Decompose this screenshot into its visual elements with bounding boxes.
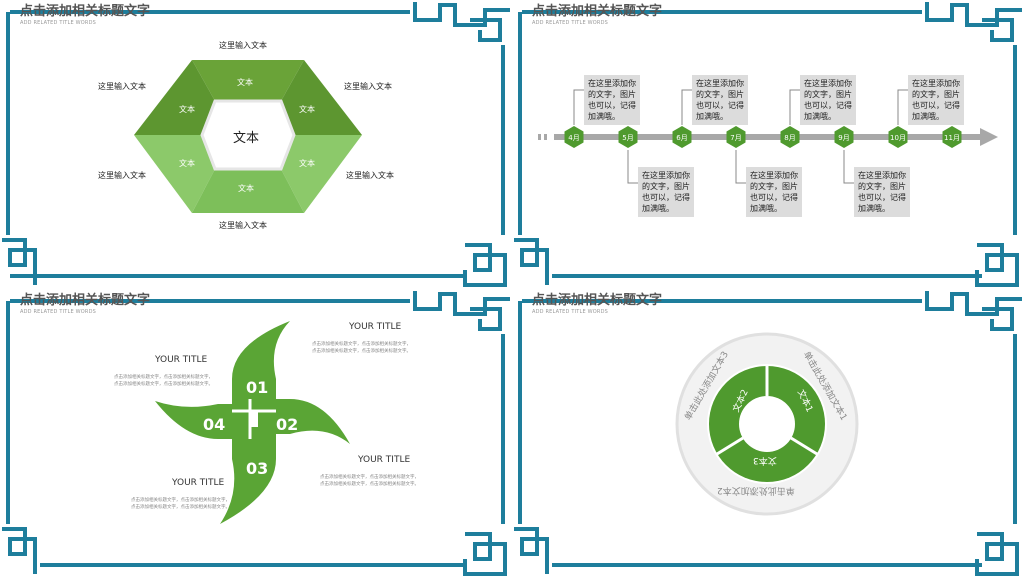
hex-segment-bottom-left [134,135,215,213]
pinwheel-blade-01 [232,321,290,411]
fret-border-frame [514,2,1022,287]
timeline: 4月 5月 6月 7月 8月 9月 10月 11月 [538,126,998,148]
label-bottom-right: 这里输入文本 [346,171,394,180]
slide-pinwheel: 点击添加相关标题文字 ADD RELATED TITLE WORDS 01 02… [0,289,512,577]
timeline-month-label: 10月 [890,134,906,142]
timeline-bubble-top: 在这里添加你的文字，图片也可以，记得加满哦。 [800,75,856,125]
timeline-arrow-head [980,128,998,146]
item-body: 点击添加相关标题文字，点击添加相关标题文字，点击添加相关标题文字，点击添加相关标… [320,475,419,487]
pinwheel-diagram [155,321,350,524]
slide-title: 点击添加相关标题文字 [532,4,663,19]
timeline-bubble-bottom: 在这里添加你的文字，图片也可以，记得加满哦。 [638,167,694,217]
hex-segment-label: 文本 [179,105,195,114]
timeline-month-label: 8月 [784,134,795,142]
hex-segment-bottom-right [281,135,362,213]
label-bottom: 这里输入文本 [219,221,267,230]
hex-segment-top-right [281,60,362,135]
hex-segment-bottom [192,169,304,213]
item-body: 点击添加相关标题文字，点击添加相关标题文字，点击添加相关标题文字，点击添加相关标… [312,342,411,354]
timeline-bubble-bottom: 在这里添加你的文字，图片也可以，记得加满哦。 [854,167,910,217]
timeline-bubble-bottom: 在这里添加你的文字，图片也可以，记得加满哦。 [746,167,802,217]
item-body: 点击添加相关标题文字，点击添加相关标题文字，点击添加相关标题文字，点击添加相关标… [114,375,213,387]
slide-subtitle: ADD RELATED TITLE WORDS [20,20,97,26]
slide-timeline: 点击添加相关标题文字 ADD RELATED TITLE WORDS 4月 5月 6… [512,0,1024,288]
hex-segment-label: 文本 [299,105,315,114]
timeline-bubble-top: 在这里添加你的文字，图片也可以，记得加满哦。 [584,75,640,125]
timeline-month-label: 6月 [676,134,687,142]
slide-title: 点击添加相关标题文字 [20,293,151,308]
pinwheel-blade-02 [258,399,350,444]
slide-title: 点击添加相关标题文字 [532,293,663,308]
timeline-month-label: 9月 [838,134,849,142]
timeline-month-marker [564,126,584,148]
slide-hexagon: 点击添加相关标题文字 ADD RELATED TITLE WORDS 文本 文本… [0,0,512,288]
slide-subtitle: ADD RELATED TITLE WORDS [532,20,609,26]
timeline-month-label: 7月 [730,134,741,142]
timeline-month-marker [780,126,800,148]
slide-cycle: 点击添加相关标题文字 ADD RELATED TITLE WORDS 文本1 文… [512,289,1024,577]
label-top: 这里输入文本 [219,41,267,50]
pinwheel-number: 03 [246,459,269,478]
slide-subtitle: ADD RELATED TITLE WORDS [20,309,97,315]
item-title: YOUR TITLE [349,322,402,332]
timeline-month-marker [618,126,638,148]
hex-segment-label: 文本 [299,159,315,168]
timeline-month-marker [672,126,692,148]
fret-border-frame [514,291,1022,576]
timeline-month-label: 11月 [944,134,960,142]
timeline-month-marker [888,126,908,148]
hex-segment-label: 文本 [179,159,195,168]
fret-border-frame [2,291,510,576]
timeline-bubble-top: 在这里添加你的文字，图片也可以，记得加满哦。 [908,75,964,125]
timeline-month-label: 5月 [622,134,633,142]
fret-border-frame [2,2,510,287]
item-title: YOUR TITLE [172,478,225,488]
timeline-month-label: 4月 [568,134,579,142]
label-bottom-left: 这里输入文本 [98,171,146,180]
hexagon-diagram [134,60,362,213]
cycle-outer-label: 单击此处添加文本2 [717,485,795,495]
timeline-bar [554,134,982,140]
timeline-month-marker [726,126,746,148]
label-top-right: 这里输入文本 [344,82,392,91]
pinwheel-number: 04 [203,415,226,434]
item-title: YOUR TITLE [358,455,411,465]
slide-subtitle: ADD RELATED TITLE WORDS [532,309,609,315]
hex-segment-label: 文本 [237,78,253,87]
pinwheel-number: 02 [276,415,299,434]
hex-segment-top-left [134,60,215,135]
item-title: YOUR TITLE [155,355,208,365]
timeline-bubble-top: 在这里添加你的文字，图片也可以，记得加满哦。 [692,75,748,125]
cycle-inner-label: 文本3 [753,455,777,465]
timeline-month-marker [942,126,962,148]
hex-segment-top [192,60,304,101]
hex-segment-label: 文本 [238,184,254,193]
timeline-month-marker [834,126,854,148]
pinwheel-blade-03 [220,427,276,524]
label-top-left: 这里输入文本 [98,82,146,91]
pinwheel-number: 01 [246,378,269,397]
timeline-connectors [573,89,908,184]
hex-center [200,99,296,171]
slide-title: 点击添加相关标题文字 [20,4,151,19]
pinwheel-blade-04 [155,401,250,439]
hex-center-label: 文本 [233,131,260,146]
item-body: 点击添加相关标题文字，点击添加相关标题文字，点击添加相关标题文字，点击添加相关标… [131,498,230,510]
cycle-diagram [675,332,859,516]
